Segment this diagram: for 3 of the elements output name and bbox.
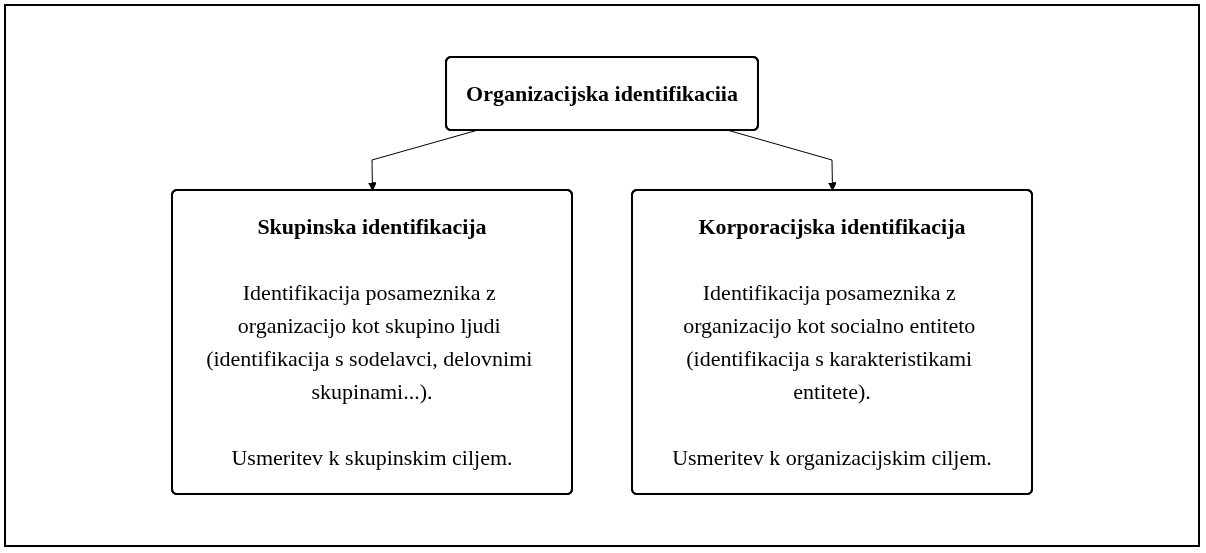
diagram-frame: Organizacijska identifikaciia Skupinska identifikacija Identifikacija posameznika z organizacijo kot skupino ljudi (identifikacija s sodelavci, delovnimi skupinami...). Usmeritev k skupinskim ciljem. Korporacijska identifikacija Identifikacija posameznika z organizacijo kot socialno entiteto (identifikacija s karakteristikami entitete). Usmeritev k organizacijskim ciljem. — [4, 4, 1200, 547]
node-text: Korporacijska identifikacija Identifikacija posameznika z organizacijo kot socialno entiteto (identifikacija s karakteristikami entitete). Usmeritev k organizacijskim ciljem. — [672, 214, 992, 470]
node-text: Skupinska identifikacija Identifikacija posameznika z organizacijo kot skupino ljudi (identifikacija s sodelavci, delovnimi skupinami...). Usmeritev k skupinskim ciljem. — [206, 214, 533, 470]
